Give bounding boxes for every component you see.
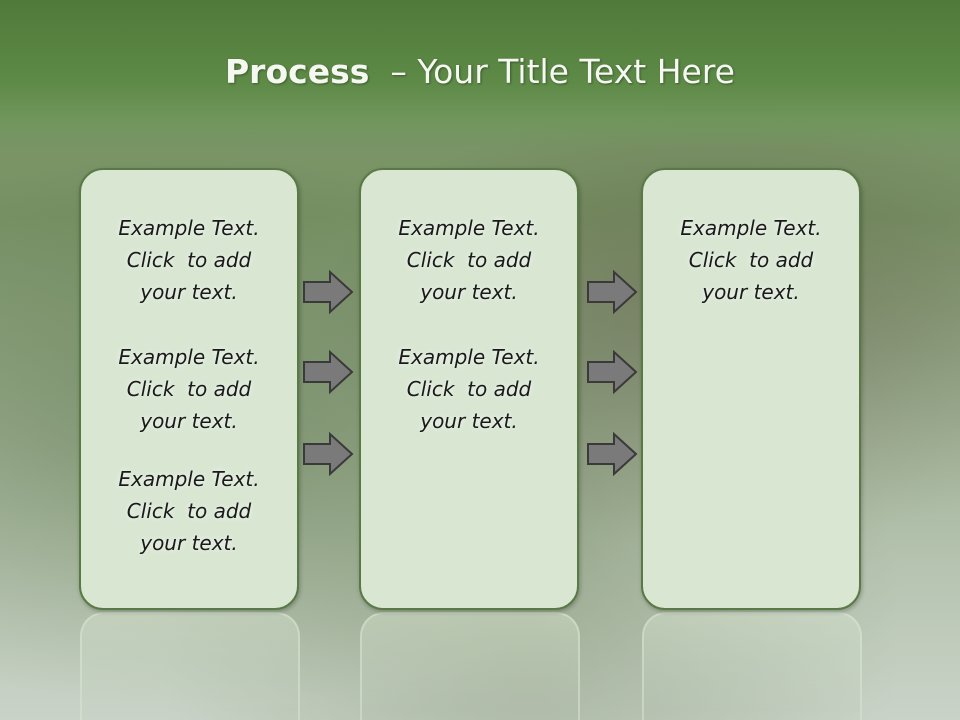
- card-reflection: [80, 612, 300, 720]
- text-line: Click to add: [406, 248, 532, 272]
- text-placeholder[interactable]: Example Text. Click to add your text.: [81, 212, 297, 308]
- title-rest: – Your Title Text Here: [369, 52, 735, 91]
- arrow-right-icon: [587, 350, 638, 394]
- slide-title[interactable]: Process – Your Title Text Here: [0, 52, 960, 91]
- text-line: Example Text.: [118, 467, 260, 491]
- text-line: Example Text.: [680, 216, 822, 240]
- title-bold: Process: [225, 52, 370, 91]
- text-line: your text.: [140, 531, 238, 555]
- text-line: your text.: [420, 409, 518, 433]
- process-card-2[interactable]: Example Text. Click to add your text. Ex…: [359, 168, 579, 610]
- process-card-1[interactable]: Example Text. Click to add your text. Ex…: [79, 168, 299, 610]
- text-placeholder[interactable]: Example Text. Click to add your text.: [81, 463, 297, 559]
- text-placeholder[interactable]: Example Text. Click to add your text.: [361, 341, 577, 437]
- arrow-right-icon: [303, 432, 354, 476]
- text-line: your text.: [702, 280, 800, 304]
- text-line: Click to add: [126, 377, 252, 401]
- text-line: Example Text.: [118, 216, 260, 240]
- arrow-right-icon: [587, 270, 638, 314]
- text-line: Example Text.: [398, 216, 540, 240]
- process-card-3[interactable]: Example Text. Click to add your text.: [641, 168, 861, 610]
- arrow-right-icon: [587, 432, 638, 476]
- card-reflection: [642, 612, 862, 720]
- text-line: Click to add: [126, 499, 252, 523]
- text-line: your text.: [140, 280, 238, 304]
- text-line: Example Text.: [398, 345, 540, 369]
- text-placeholder[interactable]: Example Text. Click to add your text.: [643, 212, 859, 308]
- text-line: Click to add: [688, 248, 814, 272]
- title-bar: Process – Your Title Text Here: [0, 0, 960, 150]
- text-line: Example Text.: [118, 345, 260, 369]
- text-line: your text.: [420, 280, 518, 304]
- arrow-right-icon: [303, 350, 354, 394]
- arrow-right-icon: [303, 270, 354, 314]
- text-line: Click to add: [126, 248, 252, 272]
- text-line: your text.: [140, 409, 238, 433]
- text-placeholder[interactable]: Example Text. Click to add your text.: [361, 212, 577, 308]
- text-placeholder[interactable]: Example Text. Click to add your text.: [81, 341, 297, 437]
- text-line: Click to add: [406, 377, 532, 401]
- card-reflection: [360, 612, 580, 720]
